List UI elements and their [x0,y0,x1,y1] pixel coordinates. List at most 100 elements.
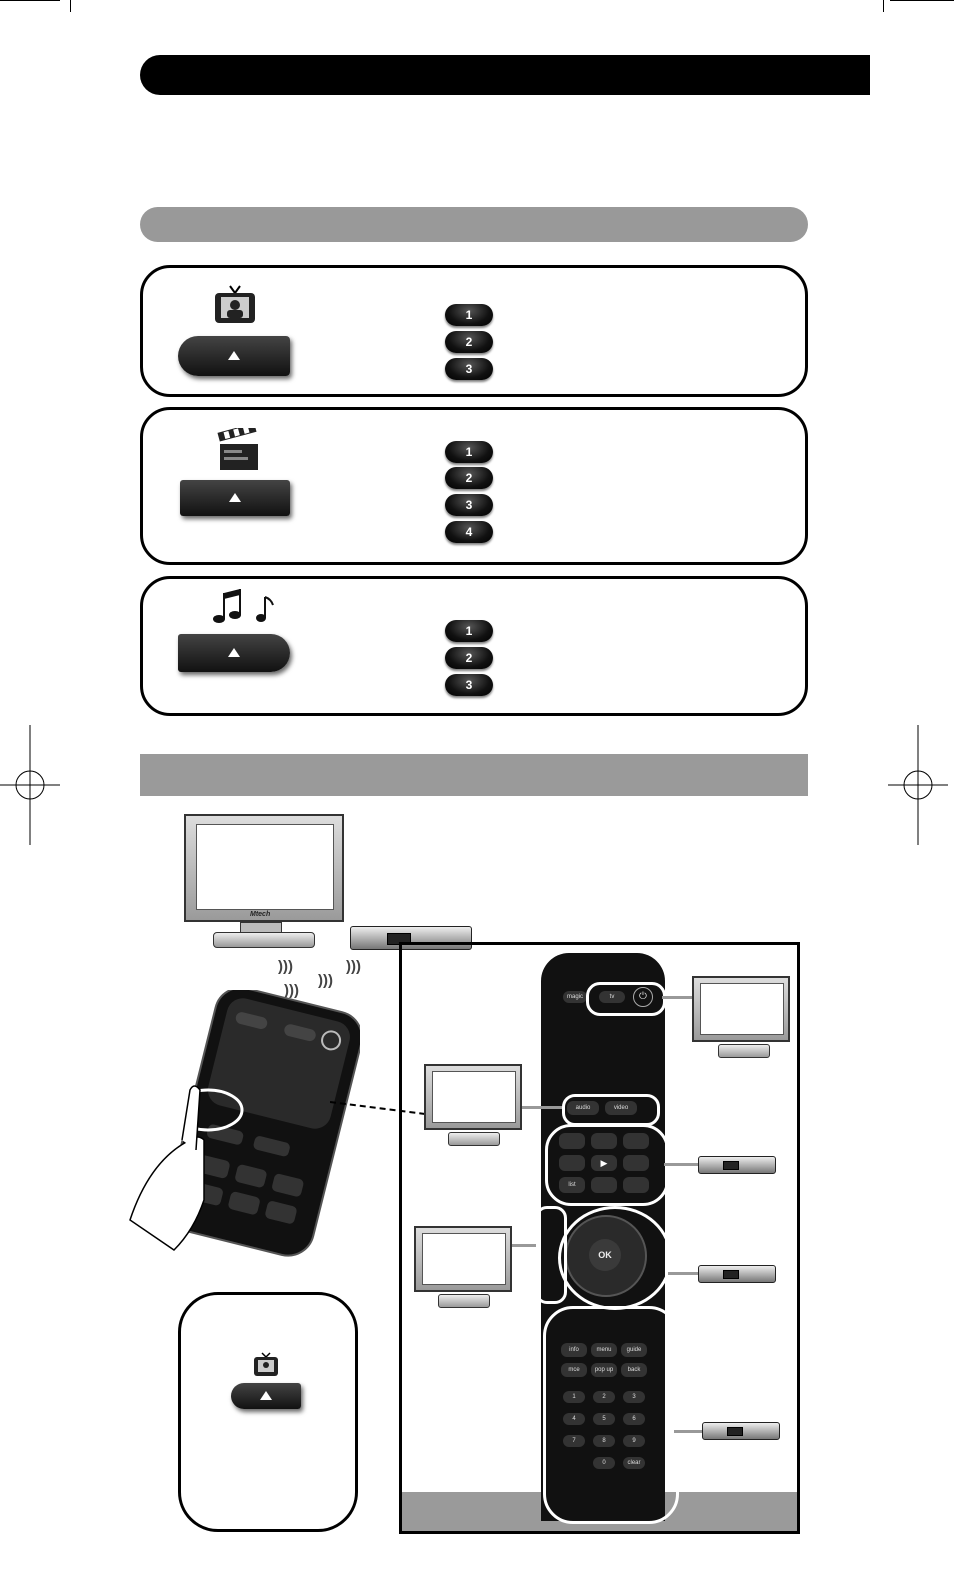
back-button[interactable]: back [621,1363,647,1377]
movie-key-1[interactable]: 1 [445,441,493,463]
connector-line [512,1244,536,1247]
music-key-3[interactable]: 3 [445,674,493,696]
tv-screen [700,983,784,1035]
tv-stand [213,932,315,948]
video-button[interactable]: video [605,1101,637,1115]
tv-brand-label: Mtech [250,911,271,918]
digit-4[interactable]: 4 [563,1413,585,1425]
menu-button[interactable]: menu [591,1343,617,1357]
ir-signal-icon: ))) [278,958,293,975]
digit-8[interactable]: 8 [593,1435,615,1447]
stop-button[interactable] [591,1133,617,1149]
pause-button[interactable] [591,1177,617,1193]
music-notes-icon [205,585,275,627]
tv-key-3[interactable]: 3 [445,358,493,380]
tv-icon [212,284,258,326]
digit-0[interactable]: 0 [593,1457,615,1469]
crop-mark [70,0,71,12]
crop-mark [0,0,60,1]
connector-line [668,1272,698,1275]
movie-key-4[interactable]: 4 [445,521,493,543]
tv-icon-small [252,1352,280,1378]
up-triangle-icon [229,493,241,502]
tv-stand [438,1294,490,1308]
forward-button[interactable] [623,1155,649,1171]
up-triangle-icon [228,351,240,360]
tv-screen [432,1071,516,1123]
media-player-illustration [350,926,472,950]
music-key-2[interactable]: 2 [445,647,493,669]
tv-mode-button[interactable] [178,336,290,376]
remote-in-hand-illustration [120,986,363,1260]
connector-line [664,1163,698,1166]
crop-mark [883,0,884,12]
crop-mark [890,0,954,1]
ir-signal-icon: ))) [318,972,333,989]
transport-callout-ring [545,1124,669,1206]
remote-detail-frame [399,942,800,1534]
tv-stand [448,1132,500,1146]
player-display [723,1161,739,1170]
chapter-header-bar [140,55,870,95]
tv-mode-callout-panel [178,1292,358,1532]
digit-6[interactable]: 6 [623,1413,645,1425]
tv-stand [718,1044,770,1058]
section-subheader-bar [140,207,808,242]
media-player-illustration-small [702,1422,780,1440]
rewind-button[interactable] [559,1155,585,1171]
tv-power-button[interactable]: tv [599,991,625,1003]
movie-key-2[interactable]: 2 [445,467,493,489]
connector-line [662,996,694,999]
music-key-1[interactable]: 1 [445,620,493,642]
tv-screen [422,1233,506,1285]
tv-screen [196,824,334,910]
digit-1[interactable]: 1 [563,1391,585,1403]
television-illustration: Mtech [184,814,344,922]
media-player-illustration-small [698,1156,776,1174]
television-illustration-small [692,976,790,1042]
television-illustration-small [414,1226,512,1292]
registration-mark-right [888,725,948,845]
power-icon[interactable]: ⏻ [633,987,653,1007]
tv-mode-button-small[interactable] [231,1383,301,1409]
tv-key-1[interactable]: 1 [445,304,493,326]
digit-3[interactable]: 3 [623,1391,645,1403]
popup-button[interactable]: pop up [591,1363,617,1377]
movie-key-3[interactable]: 3 [445,494,493,516]
nav-callout-ring [558,1206,672,1310]
registration-mark-left [0,725,60,845]
player-display [727,1427,743,1436]
media-player-illustration-small [698,1265,776,1283]
magic-button[interactable]: magic [563,991,587,1003]
connector-line [520,1106,562,1109]
info-button[interactable]: info [561,1343,587,1357]
clapperboard-icon [214,423,262,472]
play-button[interactable]: ▶ [591,1155,617,1171]
ir-signal-icon: ))) [346,958,361,975]
side-callout-ring [535,1206,567,1304]
section-header-bar [140,754,808,796]
connector-line [674,1430,702,1433]
dashed-leader-line [329,1098,430,1118]
record-button[interactable] [623,1177,649,1193]
power-callout-ring [586,982,666,1016]
up-triangle-icon [260,1391,272,1400]
mce-button[interactable]: mce [561,1363,587,1377]
player-display [723,1270,739,1279]
guide-button[interactable]: guide [621,1343,647,1357]
audio-button[interactable]: audio [567,1101,599,1115]
digit-5[interactable]: 5 [593,1413,615,1425]
music-mode-button[interactable] [178,634,290,672]
keypad-callout-ring [543,1306,679,1524]
up-triangle-icon [228,648,240,657]
clear-button[interactable]: clear [623,1457,645,1469]
digit-9[interactable]: 9 [623,1435,645,1447]
digit-7[interactable]: 7 [563,1435,585,1447]
television-illustration-small [424,1064,522,1130]
digit-2[interactable]: 2 [593,1391,615,1403]
ir-signal-icon: ))) [284,982,299,999]
next-button[interactable] [623,1133,649,1149]
audio-video-callout-ring [562,1094,660,1126]
movie-mode-button[interactable] [180,480,290,516]
tv-key-2[interactable]: 2 [445,331,493,353]
